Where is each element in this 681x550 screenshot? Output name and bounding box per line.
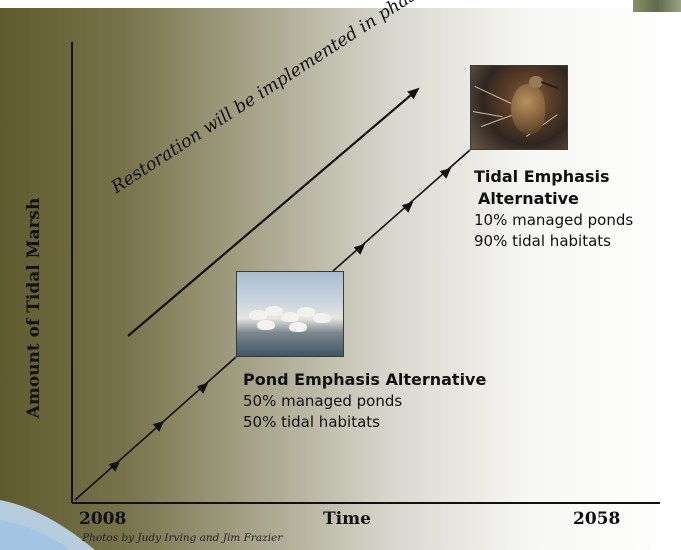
- growth-line-upper: [332, 149, 471, 272]
- growth-line-lower: [74, 356, 237, 501]
- x-axis-title: Time: [323, 509, 371, 529]
- y-axis-label: Amount of Tidal Marsh: [24, 197, 44, 419]
- growth-marker: [353, 243, 366, 255]
- x-axis-end-label: 2058: [573, 509, 621, 529]
- pond-alternative-line2: 50% tidal habitats: [243, 413, 380, 431]
- growth-marker: [108, 460, 121, 472]
- growth-marker: [196, 382, 209, 394]
- pond-alternative-title: Pond Emphasis Alternative: [243, 370, 487, 389]
- growth-marker: [152, 420, 165, 432]
- pond-alternative-line1: 50% managed ponds: [243, 392, 403, 410]
- x-axis-start-label: 2008: [79, 509, 127, 529]
- growth-marker: [401, 201, 414, 213]
- phase-arrow: [127, 87, 420, 337]
- growth-marker: [439, 167, 452, 179]
- pond-alternative-text: Pond Emphasis Alternative 50% managed po…: [243, 369, 486, 433]
- tidal-alternative-title-2: Alternative: [478, 189, 579, 208]
- tidal-alternative-title-1: Tidal Emphasis: [474, 167, 610, 186]
- tidal-alternative-line1: 10% managed ponds: [474, 211, 634, 229]
- decorative-wave: [0, 500, 95, 550]
- corner-photo-fragment: [633, 0, 681, 12]
- pelican-photo: [236, 271, 344, 357]
- growth-line-markers: [108, 167, 452, 472]
- tidal-alternative-line2: 90% tidal habitats: [474, 232, 611, 250]
- photo-credit: Photos by Judy Irving and Jim Frazier: [82, 532, 283, 544]
- top-border: [0, 0, 681, 8]
- marsh-bird-photo: [470, 65, 568, 150]
- tidal-alternative-text: Tidal Emphasis Alternative 10% managed p…: [474, 166, 633, 252]
